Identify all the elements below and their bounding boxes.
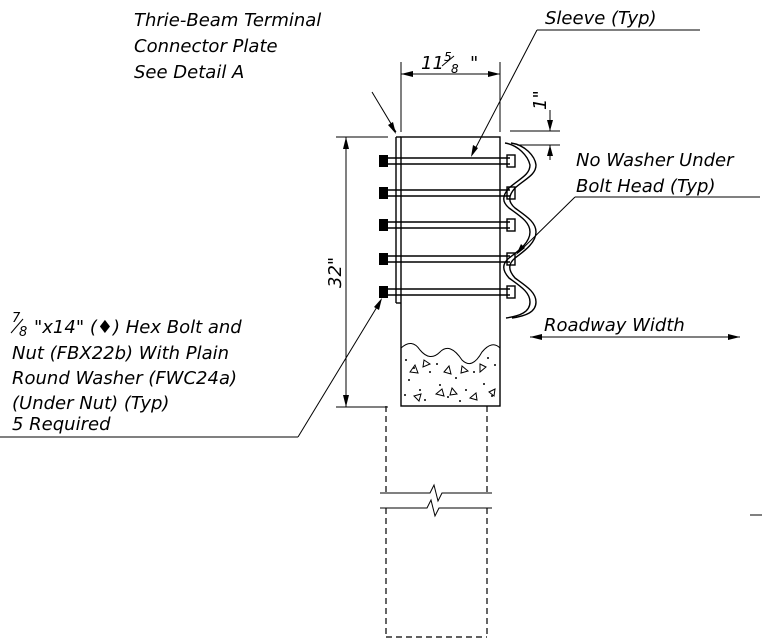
break-line-bottom [380,498,492,518]
bolt-size-denominator: 8 [19,325,27,340]
width-unit: " [470,53,478,74]
height-dimension: 32" [325,136,388,408]
connector-line-3: See Detail A [134,62,244,83]
width-num: 5 [444,50,452,64]
no-washer-label: No Washer Under Bolt Head (Typ) [576,150,735,197]
no-washer-line-1: No Washer Under [576,150,735,171]
width-whole: 11 [421,53,444,74]
bolt-spec-label: 7 8 "x14" (♦) Hex Bolt and Nut (FBX22b) … [10,311,242,435]
bolt-line-3: Round Washer (FWC24a) [12,368,237,389]
width-den: 8 [451,62,459,76]
roadway-width-label: Roadway Width [544,315,685,336]
bolt-1 [379,154,516,168]
connector-plate-label: Thrie-Beam Terminal Connector Plate See … [134,10,321,83]
offset-label: 1" [530,90,551,110]
thrie-beam-profile [503,142,537,319]
break-line-top [380,483,492,503]
sleeve-label: Sleeve (Typ) [545,8,657,29]
width-dimension: 11 5 8 " [400,50,501,132]
no-washer-line-2: Bolt Head (Typ) [576,176,715,197]
bolt-3 [379,218,516,232]
offset-dimension: 1" [510,90,560,160]
roadway-width-arrow [530,334,762,516]
bolt-4 [379,252,516,266]
bolt-line-2: Nut (FBX22b) With Plain [12,343,229,364]
height-label: 32" [325,257,346,288]
post-embedded-dashed [380,406,492,638]
bolt-5 [379,285,516,299]
connector-line-2: Connector Plate [134,36,278,57]
bolt-2 [379,186,516,200]
bolt-line-5: 5 Required [12,414,111,435]
bolt-line-1: "x14" (♦) Hex Bolt and [34,317,242,338]
connector-line-1: Thrie-Beam Terminal [134,10,321,31]
bolt-line-4: (Under Nut) (Typ) [12,393,169,414]
concrete-fill [400,343,501,402]
bolts [379,154,516,299]
bolt-size-numerator: 7 [12,311,21,326]
leader-lines [0,29,760,438]
